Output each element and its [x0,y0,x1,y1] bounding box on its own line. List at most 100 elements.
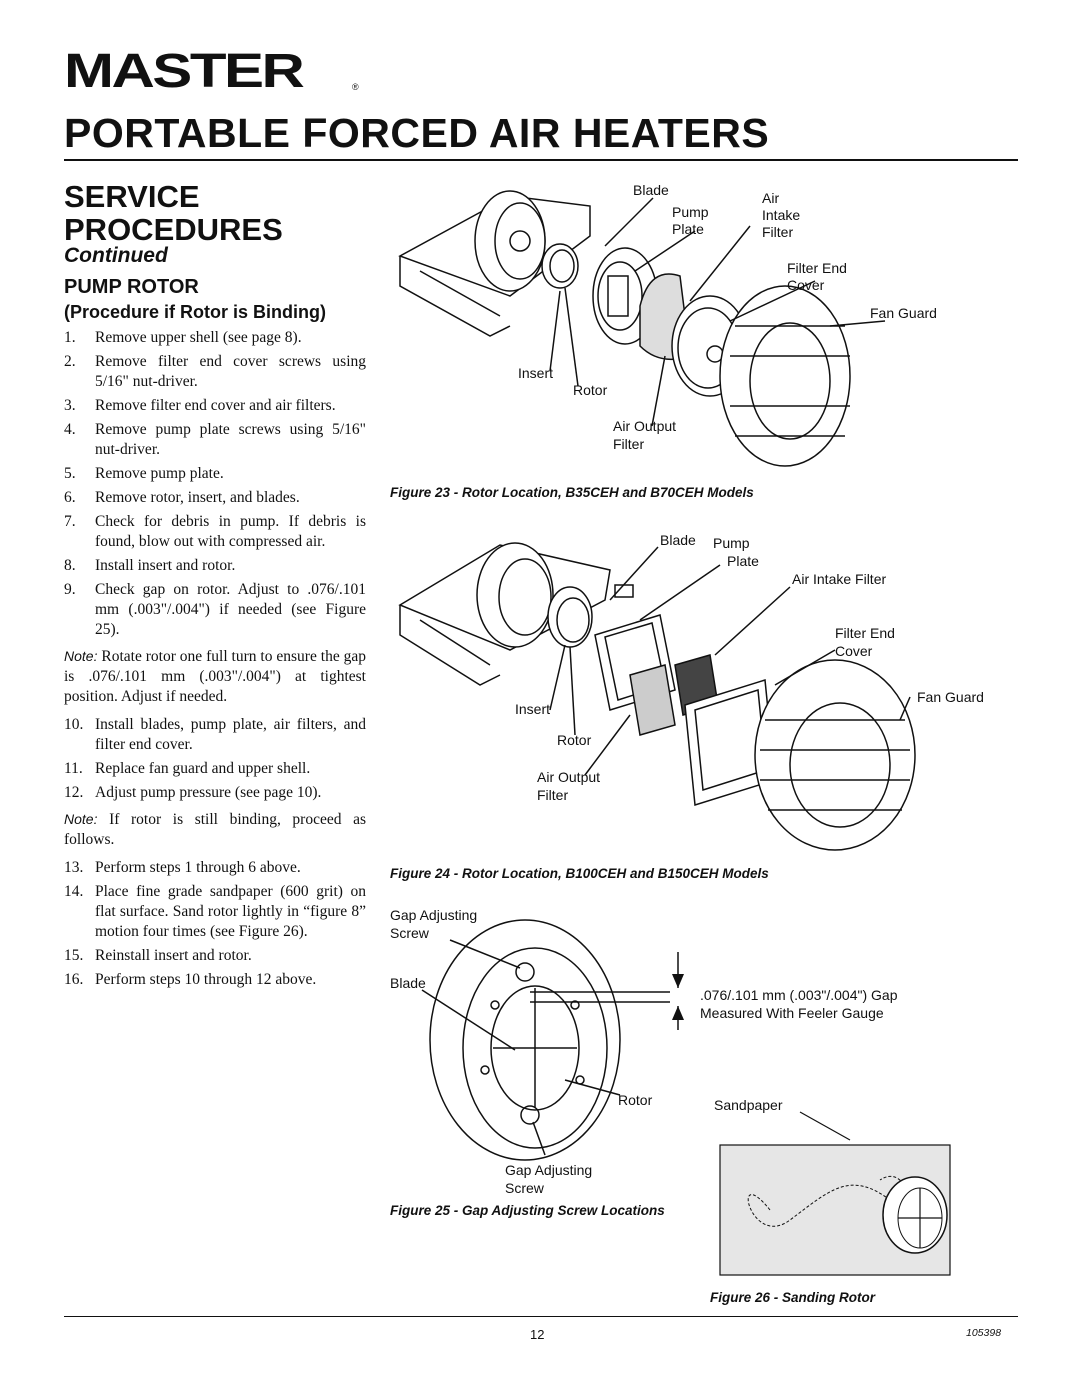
fig25-screw-label-2: Screw [505,1180,545,1196]
step-number: 5. [64,465,76,482]
procedure-step: 1.Remove upper shell (see page 8). [64,328,366,348]
fig23-pump-label: Pump [672,204,709,220]
fig26-sandpaper-label: Sandpaper [714,1097,783,1113]
steps-group: 10.Install blades, pump plate, air filte… [64,715,366,803]
step-text: Check gap on rotor. Adjust to .076/.101 … [95,581,366,638]
fig23-insert-label: Insert [518,365,553,381]
step-text: Remove filter end cover and air filters. [95,397,336,414]
fig25-measured-label: Measured With Feeler Gauge [700,1005,884,1021]
step-number: 6. [64,489,76,506]
fig25-rotor-label: Rotor [618,1092,653,1108]
fig24-rotor-label: Rotor [557,732,592,748]
figure-24-illustration: Blade Pump Plate Air Intake Filter Filte… [398,532,984,851]
note-1: Note: Rotate rotor one full turn to ensu… [64,648,366,705]
document-number: 105398 [966,1327,1002,1339]
procedure-step: 15.Reinstall insert and rotor. [64,946,366,966]
step-number: 13. [64,859,84,876]
step-number: 10. [64,716,84,733]
fig23-blade-label: Blade [633,182,669,198]
fig23-air-output-label: Air Output [613,418,676,434]
fig23-filter-end-label: Filter End [787,260,847,276]
fig23-cover-label: Cover [787,277,825,293]
fig25-gap-callout: .076/.101 mm (.003"/.004") Gap Measured … [700,986,898,1022]
fig23-rotor-label: Rotor [573,382,608,398]
procedure-step: 12. Adjust pump pressure (see page 10). [64,783,366,803]
fig23-intake-label: Intake [762,207,800,223]
step-number: 2. [64,353,76,370]
page-title: PORTABLE FORCED AIR HEATERS [64,110,770,156]
fig25-blade-label: Blade [390,975,426,991]
fig24-air-output-label: Air Output [537,769,600,785]
step-number: 14. [64,883,84,900]
step-number: 8. [64,557,76,574]
fig24-filter-end-label: Filter End [835,625,895,641]
fig25-gap-value: .076/.101 mm (.003"/.004") Gap [700,987,898,1003]
fig23-filter-label: Filter [762,224,793,240]
title-rule [64,159,1018,161]
procedure-step: 7.Check for debris in pump. If debris is… [64,512,366,552]
procedure-step: 5. Remove pump plate. [64,464,366,484]
step-number: 3. [64,397,76,414]
page-number: 12 [530,1327,545,1342]
fig23-air-label: Air [762,190,779,206]
section-title-line1: SERVICE [64,179,200,214]
continued-label: Continued [64,244,168,267]
step-number: 1. [64,329,76,346]
fig23-filter2-label: Filter [613,436,644,452]
procedure-step: 16. Perform steps 10 through 12 above. [64,970,366,990]
fig23-fan-guard-label: Fan Guard [870,305,937,321]
step-text: Install insert and rotor. [95,557,236,574]
procedure-step: 13. Perform steps 1 through 6 above. [64,858,366,878]
footer-rule [64,1316,1018,1317]
figure-26-caption: Figure 26 - Sanding Rotor [710,1290,876,1305]
procedure-steps: 1.Remove upper shell (see page 8). 2. Remo… [64,328,366,994]
procedure-subheading: (Procedure if Rotor is Binding) [64,302,327,322]
section-title: SERVICE PROCEDURES [64,180,283,246]
fig25-gap-adjusting-label-2: Gap Adjusting [505,1162,592,1178]
step-text: Remove pump plate screws using 5/16" nut… [95,421,366,458]
step-number: 16. [64,971,84,988]
figure-23-caption: Figure 23 - Rotor Location, B35CEH and B… [390,485,754,500]
procedure-step: 2. Remove filter end cover screws using 5… [64,352,366,392]
procedure-step: 8. Install insert and rotor. [64,556,366,576]
step-text: Adjust pump pressure (see page 10). [95,784,322,801]
procedure-step: 4. Remove pump plate screws using 5/16" n… [64,420,366,460]
step-text: Perform steps 1 through 6 above. [95,859,301,876]
fig25-gap-adjusting-label-1: Gap Adjusting [390,907,477,923]
procedure-step: 6. Remove rotor, insert, and blades. [64,488,366,508]
step-text: Perform steps 10 through 12 above. [95,971,317,988]
fig24-plate-label: Plate [727,553,759,569]
step-text: Remove pump plate. [95,465,224,482]
fig24-fan-guard-label: Fan Guard [917,689,984,705]
steps-group: 1.Remove upper shell (see page 8). 2. Remo… [64,328,366,640]
step-text: Remove filter end cover screws using 5/1… [95,353,366,390]
fig24-filter2-label: Filter [537,787,568,803]
master-logo: MASTER ® [64,50,359,92]
step-text: Remove rotor, insert, and blades. [95,489,300,506]
step-text: Replace fan guard and upper shell. [95,760,311,777]
figure-25-illustration: Gap Adjusting Screw Blade Rotor Gap Adju… [390,907,684,1196]
procedure-step: 11. Replace fan guard and upper shell. [64,759,366,779]
procedure-step: 10.Install blades, pump plate, air filte… [64,715,366,755]
figure-25-caption: Figure 25 - Gap Adjusting Screw Location… [390,1203,665,1218]
fig24-insert-label: Insert [515,701,550,717]
step-text: Place fine grade sandpaper (600 grit) on… [95,883,366,940]
figure-23-illustration: Blade Pump Plate Air Intake Filter Filte… [398,182,937,467]
note-2: Note: If rotor is still binding, proceed… [64,811,366,848]
figure-26-illustration: Sandpaper [714,1097,951,1276]
section-title-line2: PROCEDURES [64,212,283,247]
procedure-step: 14. Place fine grade sandpaper (600 grit)… [64,882,366,942]
steps-group: 13. Perform steps 1 through 6 above. 14. Pl… [64,858,366,990]
step-text: Check for debris in pump. If debris is f… [95,513,366,550]
step-number: 15. [64,947,84,964]
fig25-screw-label-1: Screw [390,925,430,941]
step-number: 9. [64,581,76,598]
fig24-air-intake-filter-label: Air Intake Filter [792,571,886,587]
fig24-blade-label: Blade [660,532,696,548]
step-number: 11. [64,760,83,777]
step-number: 12. [64,784,84,801]
fig24-cover-label: Cover [835,643,873,659]
step-number: 4. [64,421,76,438]
fig24-pump-label: Pump [713,535,750,551]
svg-text:MASTER: MASTER [64,50,305,92]
